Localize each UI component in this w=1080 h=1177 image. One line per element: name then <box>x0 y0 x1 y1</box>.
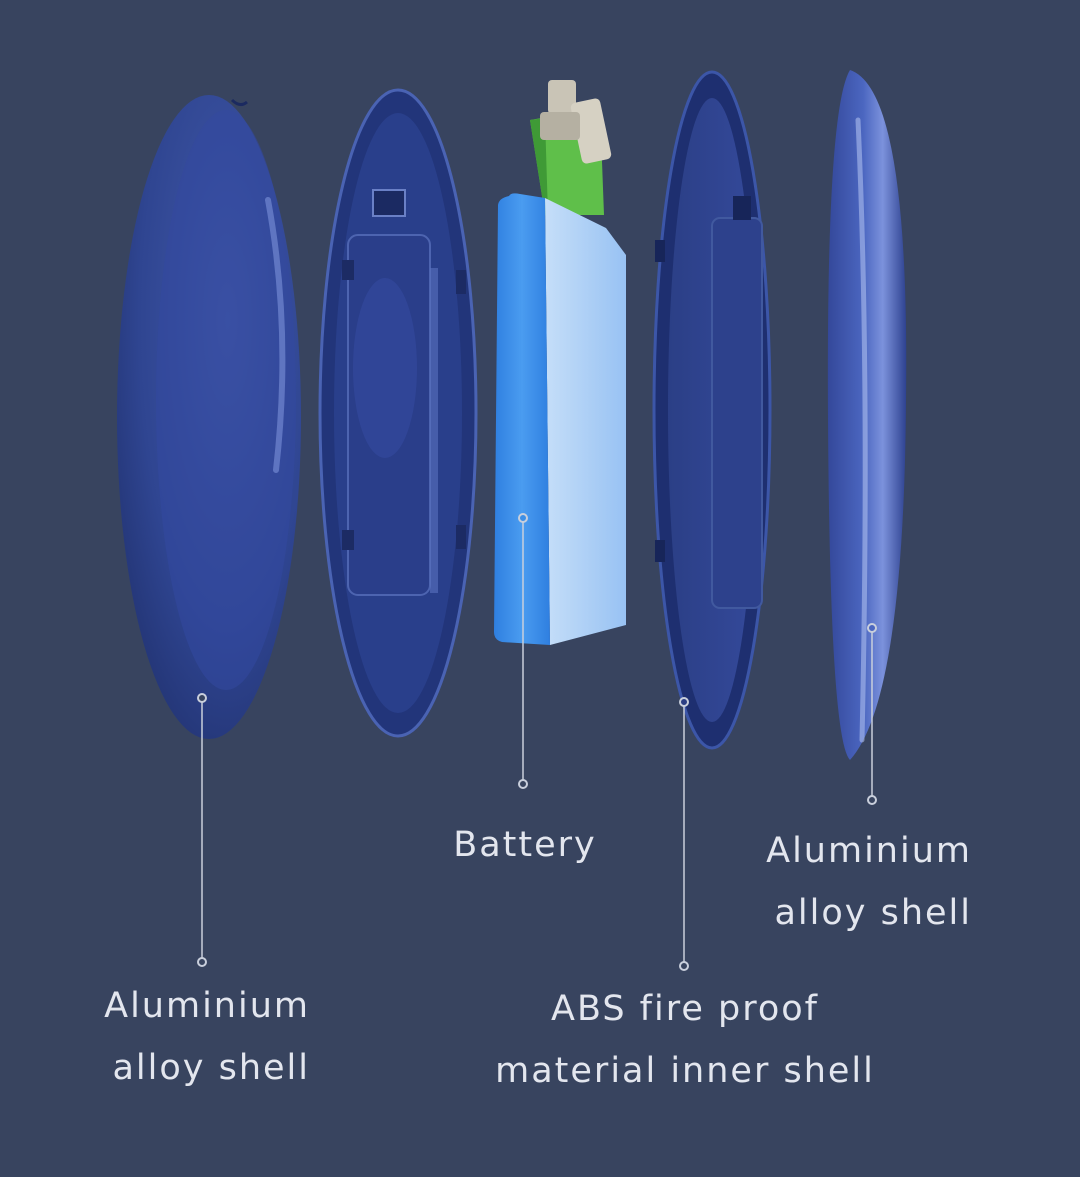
label-line: Aluminium <box>766 831 972 871</box>
battery <box>494 80 626 646</box>
callout-battery <box>518 513 528 789</box>
left-aluminium-shell <box>117 95 301 739</box>
label-line: alloy shell <box>112 1048 310 1088</box>
label-line: Battery <box>453 825 597 865</box>
callout-right-shell <box>867 623 877 805</box>
abs-inner-shell <box>652 70 772 750</box>
label-left-aluminium-shell: Aluminium alloy shell <box>100 975 310 1099</box>
label-right-aluminium-shell: Aluminium alloy shell <box>760 820 972 944</box>
callout-left-shell <box>197 693 207 967</box>
right-aluminium-shell <box>827 70 907 760</box>
label-line: ABS fire proof <box>551 989 819 1029</box>
callout-inner-shell <box>679 697 689 971</box>
label-abs-inner-shell: ABS fire proof material inner shell <box>480 978 890 1102</box>
label-battery: Battery <box>430 814 620 876</box>
label-line: material inner shell <box>495 1051 875 1091</box>
label-line: alloy shell <box>774 893 972 933</box>
label-line: Aluminium <box>104 986 310 1026</box>
translucent-inner-frame <box>318 88 478 738</box>
